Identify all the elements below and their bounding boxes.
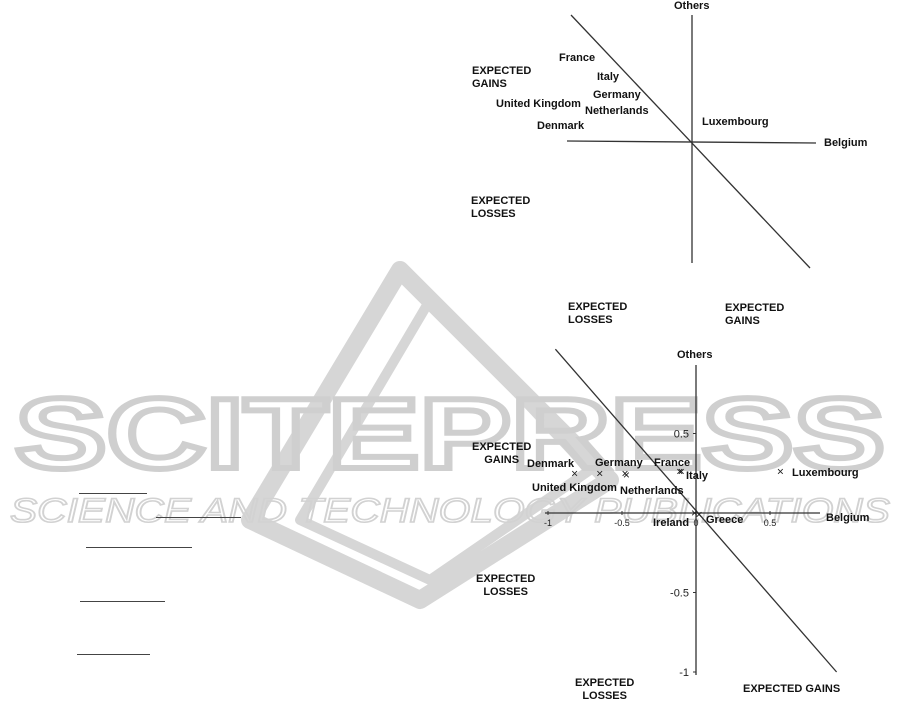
top-label-germany: Germany [593,89,641,101]
text-fragment-line [80,601,165,602]
text-fragment-line [86,547,192,548]
top-region-losses: EXPECTED LOSSES [471,195,531,220]
top-label-france: France [559,52,596,64]
bottom-region-losses-bottom: EXPECTED LOSSES [575,677,635,702]
top-region-gains: EXPECTED GAINS [472,65,532,90]
point-label-luxembourg: Luxembourg [792,467,859,479]
bottom-region-gains-bottom: EXPECTED GAINS [743,683,841,695]
bottom-region-losses-left: EXPECTED LOSSES [476,573,536,598]
top-label-netherlands: Netherlands [585,105,649,117]
point-label-denmark: Denmark [527,458,575,470]
top-label-denmark: Denmark [537,120,585,132]
point-label-netherlands: Netherlands [620,485,684,497]
point-marker-greece: × [695,508,702,522]
text-fragment-line [156,517,241,518]
point-label-italy: Italy [686,470,709,482]
bottom-region-gains-top: EXPECTED GAINS [725,302,785,327]
point-marker-italy: × [678,465,685,479]
point-label-germany: Germany [595,457,643,469]
y-tick-label: 0.5 [674,429,689,441]
bottom-diagonal [554,348,838,673]
bottom-x-label: Belgium [826,512,870,524]
x-tick-label: -0.5 [614,518,630,528]
top-label-united-kingdom: United Kingdom [496,98,581,110]
point-label-france: France [654,457,691,469]
y-tick-label: -1 [679,667,689,679]
point-marker-france: × [676,465,683,479]
point-marker-ireland: × [691,506,698,520]
point-label-greece: Greece [706,514,744,526]
x-tick-label: 0 [693,518,698,528]
x-tick-label: -1 [544,518,552,528]
top-diagonal [570,14,811,269]
point-label-ireland: Ireland [653,517,690,529]
top-y-label: Others [674,0,710,12]
top-x-label: Belgium [824,137,868,149]
text-fragment-line [77,654,150,655]
point-marker-united-kingdom: × [596,466,603,480]
point-marker-germany: × [621,466,628,480]
top-label-luxembourg: Luxembourg [702,116,769,128]
bottom-region-losses-top: EXPECTED LOSSES [568,301,628,326]
x-tick-label: 0.5 [764,518,777,528]
y-tick-label: -0.5 [670,588,689,600]
text-fragment-line [79,493,147,494]
point-marker-netherlands: × [623,468,630,482]
bottom-region-gains-left: EXPECTED GAINS [472,441,532,466]
top-label-italy: Italy [597,71,620,83]
point-marker-denmark: × [571,466,578,480]
point-marker-luxembourg: × [777,465,784,479]
bottom-y-label: Others [677,349,713,361]
point-label-united-kingdom: United Kingdom [532,482,617,494]
